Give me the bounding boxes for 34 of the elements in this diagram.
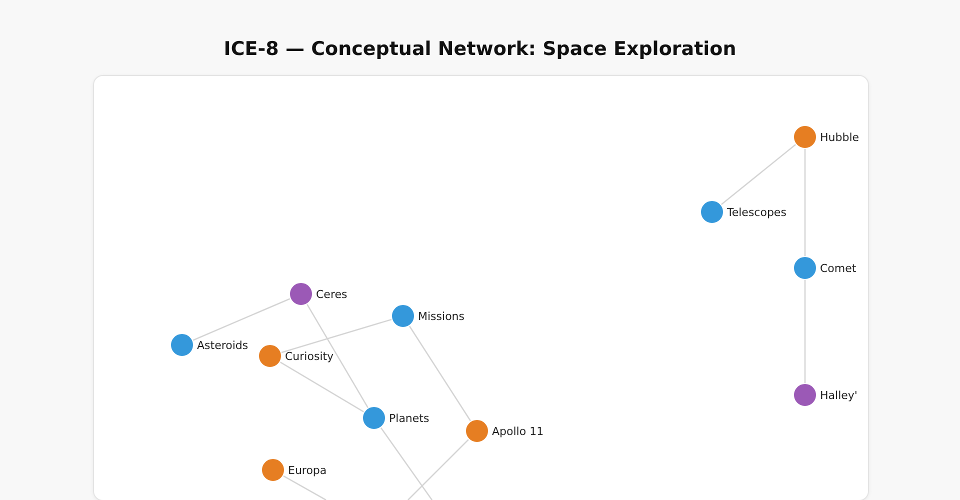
node-label: Curiosity xyxy=(285,350,334,362)
node-label: Asteroids xyxy=(197,338,248,352)
concept-node xyxy=(700,200,786,224)
node-label: Telescopes xyxy=(727,206,786,218)
node-label: Halley' xyxy=(820,388,858,402)
diagram-title: ICE-8 — Conceptual Network: Space Exploration xyxy=(222,38,738,60)
connector-line xyxy=(804,149,806,256)
connector-line xyxy=(408,326,472,422)
concept-node xyxy=(258,344,334,368)
concept-node xyxy=(391,304,464,328)
concept-node xyxy=(793,256,856,280)
connector-line xyxy=(280,362,364,412)
connector-line xyxy=(281,318,392,354)
concept-node xyxy=(170,333,248,357)
concept-node xyxy=(793,125,860,149)
connector-line xyxy=(283,475,326,500)
connector-line xyxy=(408,439,469,500)
concept-node xyxy=(289,282,348,306)
node-label: Hubble xyxy=(820,130,860,144)
node-label: Apollo 11 xyxy=(492,424,544,438)
connector-line xyxy=(804,280,806,383)
connector-line xyxy=(720,144,796,205)
connector-line xyxy=(380,427,433,500)
node-label: Ceres xyxy=(316,288,348,300)
node-label: Missions xyxy=(418,310,464,322)
connector-line xyxy=(192,298,290,341)
connector-line xyxy=(306,304,368,408)
node-label: Comet xyxy=(820,262,856,274)
concept-node xyxy=(465,419,544,443)
concept-node xyxy=(261,458,327,482)
concept-node xyxy=(362,406,430,430)
node-label: Planets xyxy=(389,412,430,424)
concept-node xyxy=(793,383,858,407)
node-label: Europa xyxy=(288,464,327,476)
